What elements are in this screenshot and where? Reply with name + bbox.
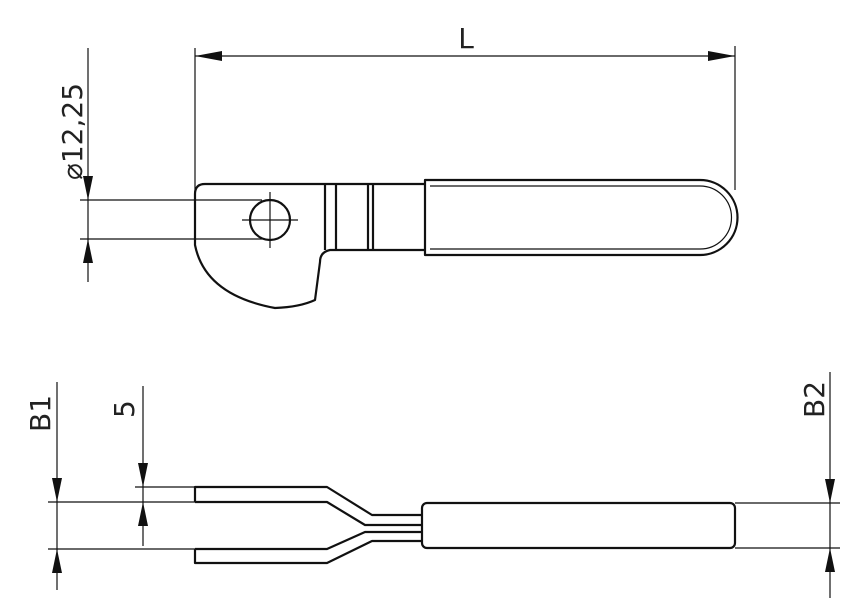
arrow-up-icon xyxy=(52,549,62,573)
length-dimension: L xyxy=(194,22,736,240)
gap-label: 5 xyxy=(108,400,141,418)
wrench-top-outline xyxy=(193,178,739,310)
gap-dimension: 5 xyxy=(108,386,195,546)
arrow-up-icon xyxy=(138,502,148,526)
b1-dimension: B1 xyxy=(24,382,195,590)
wrench-side-outline xyxy=(193,485,737,565)
arrow-down-icon xyxy=(83,176,93,200)
arrow-up-icon xyxy=(825,548,835,572)
b1-label: B1 xyxy=(24,395,57,432)
arrow-left-icon xyxy=(195,51,222,61)
b2-dimension: B2 xyxy=(735,372,840,598)
diameter-label: ⌀12,25 xyxy=(56,83,89,180)
side-view: B1 5 B2 xyxy=(24,372,840,598)
handle-grip xyxy=(423,178,739,257)
diameter-dimension: ⌀12,25 xyxy=(56,48,262,282)
arrow-down-icon xyxy=(52,478,62,502)
arrow-down-icon xyxy=(138,463,148,487)
b2-label: B2 xyxy=(798,381,831,418)
arrow-up-icon xyxy=(83,239,93,263)
length-label: L xyxy=(458,22,474,55)
arrow-right-icon xyxy=(708,51,735,61)
handle-grip xyxy=(420,501,737,550)
top-view: L ⌀12,25 xyxy=(56,22,739,310)
arrow-down-icon xyxy=(825,479,835,503)
